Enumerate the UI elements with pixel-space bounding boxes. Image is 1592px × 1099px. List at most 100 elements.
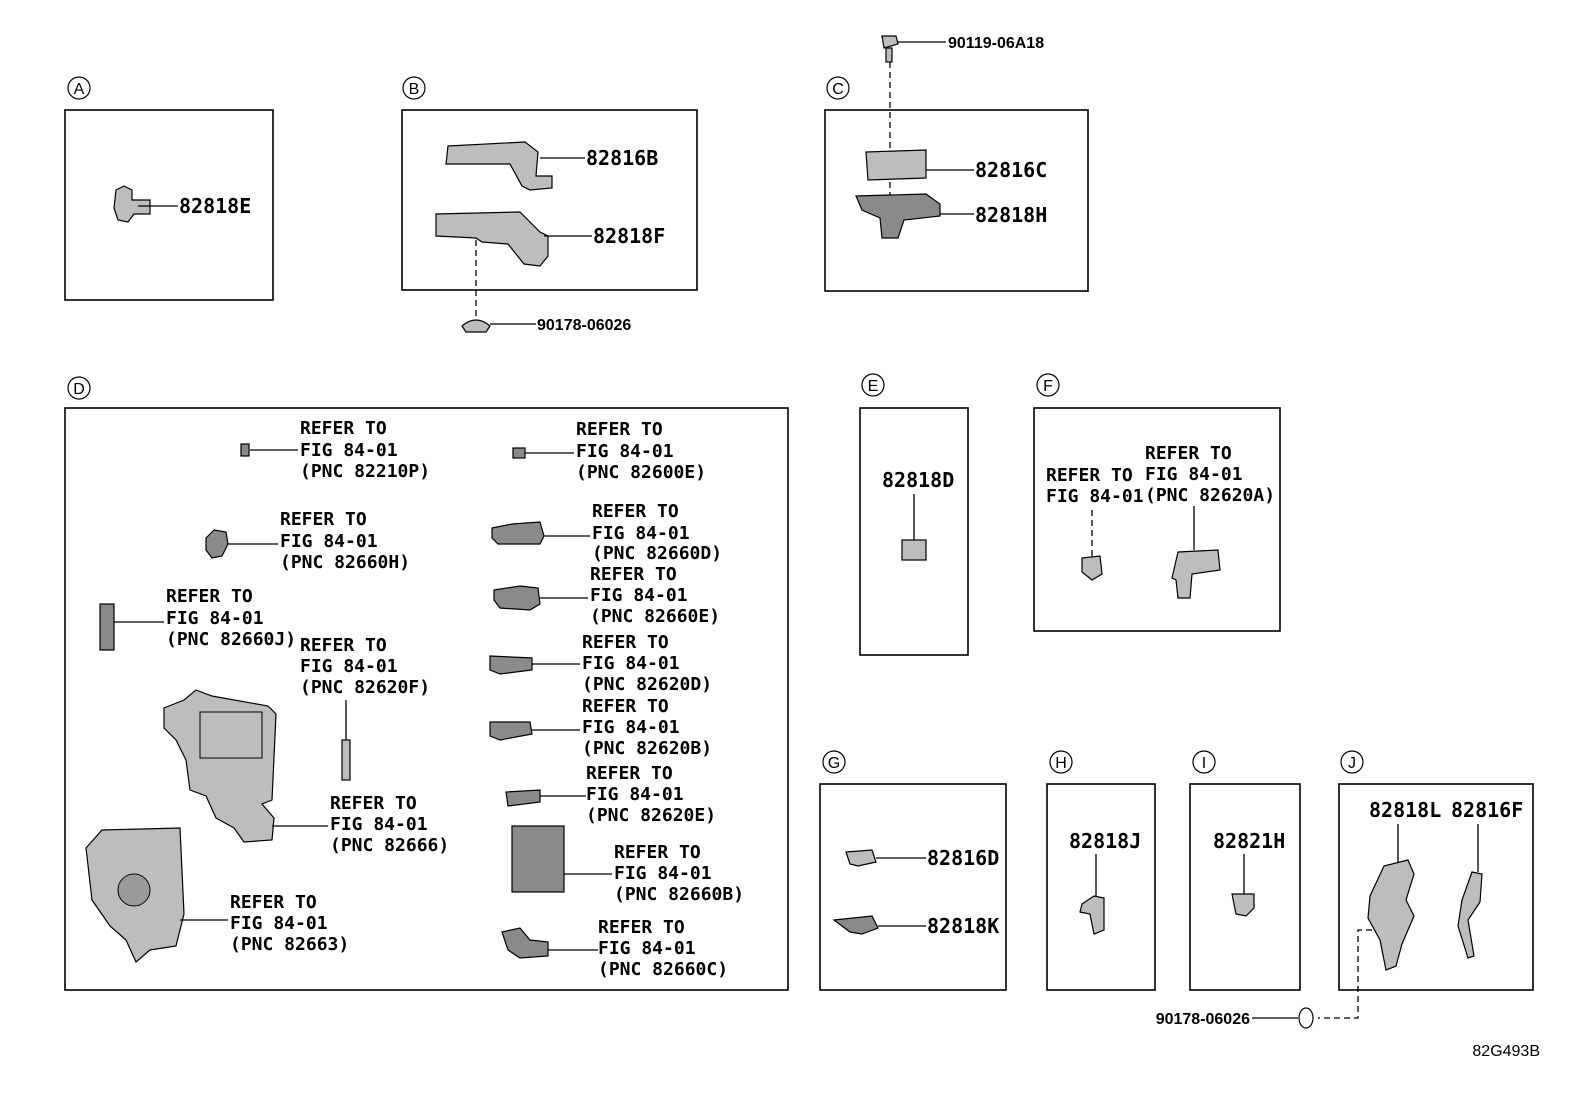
part-82818d-shape xyxy=(901,539,927,561)
part-label-82816b: 82816B xyxy=(586,146,658,170)
pnc-82620f: (PNC 82620F) xyxy=(300,677,430,698)
refer-to-82660c: REFER TO xyxy=(598,917,685,938)
pnc-82666: (PNC 82666) xyxy=(330,835,449,856)
section-i-box xyxy=(1189,783,1301,991)
section-i-marker xyxy=(1192,750,1216,774)
section-j-letter: J xyxy=(1348,755,1356,772)
part-82620a-shape xyxy=(1171,549,1221,599)
fuse-block-82660b xyxy=(511,825,565,893)
block-icon-82620e xyxy=(505,789,541,807)
refer-to-82660d: REFER TO xyxy=(592,501,679,522)
fig-82660e: FIG 84-01 xyxy=(590,585,688,606)
refer-to-82666: REFER TO xyxy=(330,793,417,814)
section-a: A 82818E xyxy=(64,76,274,301)
fig-82620a: FIG 84-01 xyxy=(1145,464,1243,485)
part-82818f-shape xyxy=(435,211,549,267)
fig-82620e: FIG 84-01 xyxy=(586,784,684,805)
relay-block-grid xyxy=(199,711,263,759)
pnc-82660j: (PNC 82660J) xyxy=(166,629,296,650)
refer-to-82620a: REFER TO xyxy=(1145,443,1232,464)
fig-82663: FIG 84-01 xyxy=(230,913,328,934)
fig-82666: FIG 84-01 xyxy=(330,814,428,835)
refer-to-82620f: REFER TO xyxy=(300,635,387,656)
section-e-marker xyxy=(861,373,885,397)
block-icon-82660e xyxy=(493,585,541,611)
pnc-82620e: (PNC 82620E) xyxy=(586,805,716,826)
part-label-82816f: 82816F xyxy=(1451,798,1523,822)
part-82816f-shape xyxy=(1457,871,1483,959)
refer-to-82620e: REFER TO xyxy=(586,763,673,784)
fig-f-left: FIG 84-01 xyxy=(1046,486,1144,507)
bolt-head-icon xyxy=(881,35,899,49)
section-h-marker xyxy=(1049,750,1073,774)
section-h-letter: H xyxy=(1055,755,1067,772)
part-82816d-shape xyxy=(845,849,877,867)
pnc-82660e: (PNC 82660E) xyxy=(590,606,720,627)
section-f-letter: F xyxy=(1043,378,1053,395)
refer-to-f-left: REFER TO xyxy=(1046,465,1133,486)
section-c-box xyxy=(824,109,1089,292)
diagram-code: 82G493B xyxy=(1472,1043,1540,1060)
part-label-82818e: 82818E xyxy=(179,194,251,218)
section-a-box xyxy=(64,109,274,301)
block-icon-82660c xyxy=(501,927,549,959)
section-g-box xyxy=(819,783,1007,991)
fig-82660b: FIG 84-01 xyxy=(614,863,712,884)
refer-to-82620d: REFER TO xyxy=(582,632,669,653)
section-f: F REFER TO FIG 84-01 (PNC 82620A) REFER … xyxy=(1033,373,1281,632)
section-i-letter: I xyxy=(1202,755,1206,772)
pnc-82600e: (PNC 82600E) xyxy=(576,462,706,483)
relay-block-82666 xyxy=(163,689,277,843)
part-label-82818f: 82818F xyxy=(593,224,665,248)
section-c: C 90119-06A18 82816C 82818H xyxy=(824,35,1089,292)
clip-icon-f xyxy=(1081,555,1103,581)
section-b: B 82816B 82818F 90178-06026 xyxy=(401,76,698,334)
part-label-82818l: 82818L xyxy=(1369,798,1441,822)
pnc-82660h: (PNC 82660H) xyxy=(280,552,410,573)
part-82818j-shape xyxy=(1079,895,1105,935)
section-g-letter: G xyxy=(828,755,840,772)
bolt-shank-icon xyxy=(885,47,893,63)
part-82818k-shape xyxy=(832,915,879,935)
fig-82660h: FIG 84-01 xyxy=(280,531,378,552)
section-g-marker xyxy=(822,750,846,774)
fuse-icon-82620f xyxy=(341,739,351,781)
block-icon-82620b xyxy=(489,721,533,741)
junction-block-82663-2 xyxy=(117,873,151,907)
section-e-letter: E xyxy=(868,378,879,395)
section-a-marker xyxy=(67,76,91,100)
pnc-82660c: (PNC 82660C) xyxy=(598,959,728,980)
section-b-marker xyxy=(402,76,426,100)
part-82816c-shape xyxy=(865,149,927,181)
refer-to-82660e: REFER TO xyxy=(590,564,677,585)
refer-to-82620b: REFER TO xyxy=(582,696,669,717)
fig-82600e: FIG 84-01 xyxy=(576,441,674,462)
section-d-marker xyxy=(67,376,91,400)
section-d-letter: D xyxy=(73,381,85,398)
part-label-82818j: 82818J xyxy=(1069,829,1141,853)
section-j-box xyxy=(1338,783,1534,991)
fig-82210p: FIG 84-01 xyxy=(300,440,398,461)
section-c-letter: C xyxy=(832,81,844,98)
refer-to-82660b: REFER TO xyxy=(614,842,701,863)
refer-to-82663: REFER TO xyxy=(230,892,317,913)
section-d-box xyxy=(64,407,789,991)
section-e-box xyxy=(859,407,969,656)
fig-82660j: FIG 84-01 xyxy=(166,608,264,629)
section-f-marker xyxy=(1036,373,1060,397)
part-label-82821h: 82821H xyxy=(1213,829,1285,853)
section-d: D REFER TO FIG 84-01 (PNC 82210P) REFER … xyxy=(64,376,789,991)
fig-82620b: FIG 84-01 xyxy=(582,717,680,738)
section-j-marker xyxy=(1340,750,1364,774)
fig-82660d: FIG 84-01 xyxy=(592,523,690,544)
relay-icon-82600e xyxy=(512,447,526,459)
section-h: H 82818J xyxy=(1046,750,1156,991)
fastener-clip-b xyxy=(461,319,491,333)
fig-82620f: FIG 84-01 xyxy=(300,656,398,677)
pnc-82660b: (PNC 82660B) xyxy=(614,884,744,905)
fig-82660c: FIG 84-01 xyxy=(598,938,696,959)
fuse-icon-82210p xyxy=(240,443,250,457)
refer-to-82600e: REFER TO xyxy=(576,419,663,440)
pnc-82660d: (PNC 82660D) xyxy=(592,543,722,564)
